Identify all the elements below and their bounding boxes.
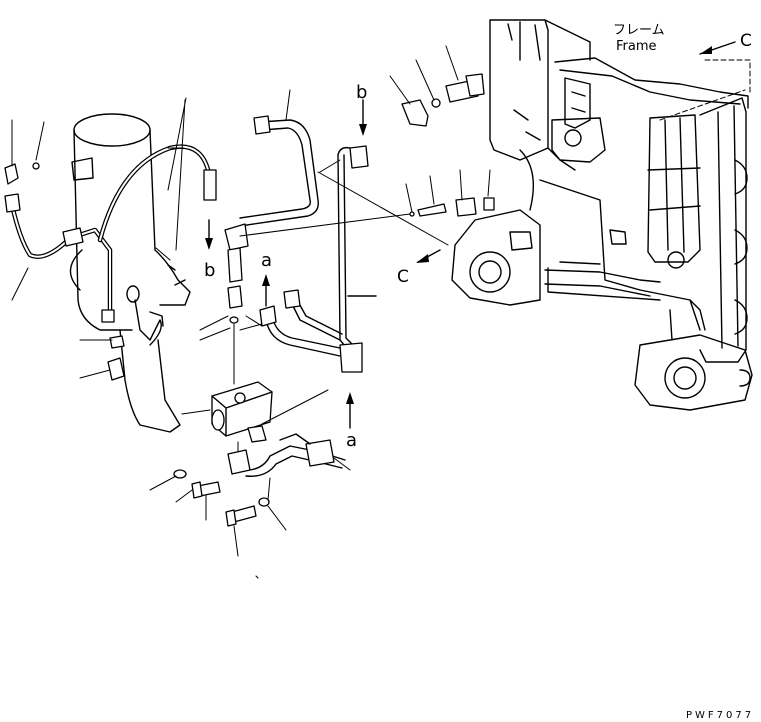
steel-pipes-middle: [259, 289, 343, 357]
arrow-a-upper: [262, 274, 270, 307]
steel-pipe-vertical: [337, 145, 377, 373]
label-a-upper: a: [261, 250, 272, 271]
view-c-label-mid: C: [397, 267, 409, 287]
steel-pipe-lower: [227, 433, 346, 501]
label-b-lower: b: [204, 260, 215, 281]
arrow-b-lower: [205, 219, 213, 250]
hydraulic-tank-body: [69, 113, 191, 433]
valve-block: [211, 285, 273, 443]
frame-assembly: [451, 19, 753, 411]
frame-label-en: Frame: [616, 39, 657, 54]
fittings-row: [409, 197, 495, 217]
view-c-label-top: C: [740, 31, 752, 51]
drawing-code: PWF7077: [686, 710, 754, 721]
bracket-bolt-set: [401, 73, 485, 127]
label-a-lower: a: [346, 430, 357, 451]
arrow-b-upper: [359, 99, 367, 136]
hose-group-left: [4, 144, 217, 381]
lower-fasteners: [173, 469, 270, 527]
frame-label-jp: フレーム: [613, 23, 665, 38]
view-c-arrow-mid: [317, 171, 449, 263]
leader-lines: [11, 45, 491, 579]
steel-pipe-upper: [224, 115, 411, 283]
label-b-upper: b: [356, 82, 367, 103]
arrow-a-lower: [346, 392, 354, 429]
view-c-arrow-top: [699, 41, 736, 55]
